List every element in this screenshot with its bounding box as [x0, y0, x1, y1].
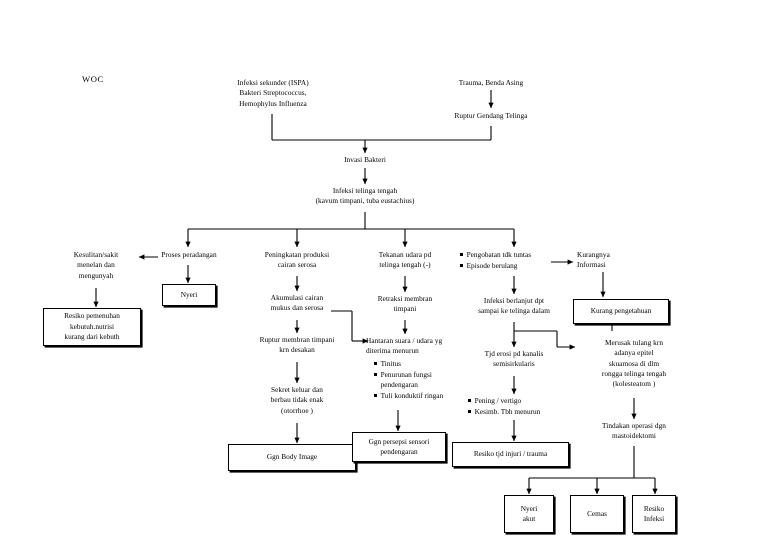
list-item: Pening / vertigo: [468, 396, 572, 407]
box-nyeri-akut: Nyeri akut: [504, 495, 554, 533]
list-item: Kesimb. Tbh menurun: [468, 407, 572, 418]
node-merusak-tulang: Merusak tulang krn adanya epitel skuamos…: [601, 338, 667, 389]
bullet-square-icon: [374, 394, 377, 397]
list-item: Penurunan fungsi pendengaran: [374, 370, 490, 391]
node-ruptur-membran-timpani: Ruptur membran timpani krn desakan: [259, 335, 335, 355]
node-invasi-bakteri: Invasi Bakteri: [344, 155, 386, 164]
box-cemas: Cemas: [570, 495, 624, 533]
list-item: Episode berulang: [460, 261, 556, 272]
node-tekanan-udara: Tekanan udara pd telinga tengah (-): [378, 250, 432, 270]
node-tjd-erosi-kanalis: Tjd erosi pd kanalis semisirkularis: [484, 349, 544, 369]
node-trauma: Trauma, Benda Asing: [458, 78, 524, 87]
node-kurangnya-informasi: Kurangnya Informasi: [577, 250, 610, 270]
list-item: Pengobatan tdk tuntas: [460, 250, 556, 261]
box-ggn-persepsi-sensori: Ggn persepsi sensori pendengaran: [352, 432, 446, 462]
bullet-square-icon: [468, 409, 471, 413]
node-infeksi-sekunder: Infeksi sekunder (ISPA) Bakteri Streptoc…: [237, 78, 309, 108]
node-kesulitan-menelan: Kesulitan/sakit menelan dan mengunyah: [73, 250, 119, 280]
node-tindakan-operasi: Tindakan operasi dgn mastoidektomi: [602, 421, 666, 441]
bullet-square-icon: [468, 399, 471, 402]
node-hantaran-suara: Hantaran suara / udara yg diterima menur…: [366, 336, 443, 356]
node-proses-peradangan: Proses peradangan: [161, 250, 217, 259]
bullet-list-vertigo: Pening / vertigo Kesimb. Tbh menurun: [468, 396, 572, 417]
node-sekret-keluar: Sekret keluar dan berbau tidak enak (oto…: [270, 385, 324, 415]
bullet-list-pengobatan: Pengobatan tdk tuntas Episode berulang: [460, 250, 556, 271]
node-akumulasi-cairan: Akumulasi cairan mukus dan serosa: [270, 293, 324, 313]
page-title: WOC: [82, 74, 104, 84]
box-resiko-injuri-trauma: Resiko tjd injuri / trauma: [452, 442, 569, 467]
box-kurang-pengetahuan: Kurang pengetahuan: [573, 299, 669, 324]
node-infeksi-telinga-tengah: Infeksi telinga tengah (kavum timpani, t…: [315, 186, 415, 206]
bullet-square-icon: [460, 253, 463, 256]
node-ruptur-gendang-telinga: Ruptur Gendang Telinga: [454, 111, 528, 120]
bullet-square-icon: [374, 372, 377, 376]
bullet-list-hantaran-suara: Tinitus Penurunan fungsi pendengaran Tul…: [374, 359, 490, 401]
node-infeksi-berlanjut: Infeksi berlanjut dpt sampai ke telinga …: [478, 296, 550, 316]
node-retraksi-membran: Retraksi membran timpani: [377, 294, 433, 314]
box-resiko-pemenuhan-nutrisi: Resiko pemenuhan kebutuh.nutrisi kurang …: [43, 308, 141, 346]
box-resiko-infeksi: Resiko Infeksi: [632, 495, 676, 533]
list-item: Tinitus: [374, 359, 490, 370]
node-peningkatan-produksi: Peningkatan produksi cairan serosa: [264, 250, 330, 270]
bullet-square-icon: [460, 263, 463, 267]
box-nyeri: Nyeri: [162, 284, 216, 306]
list-item: Tuli konduktif ringan: [374, 391, 490, 402]
box-ggn-body-image: Ggn Body Image: [228, 444, 356, 471]
bullet-square-icon: [374, 362, 377, 365]
